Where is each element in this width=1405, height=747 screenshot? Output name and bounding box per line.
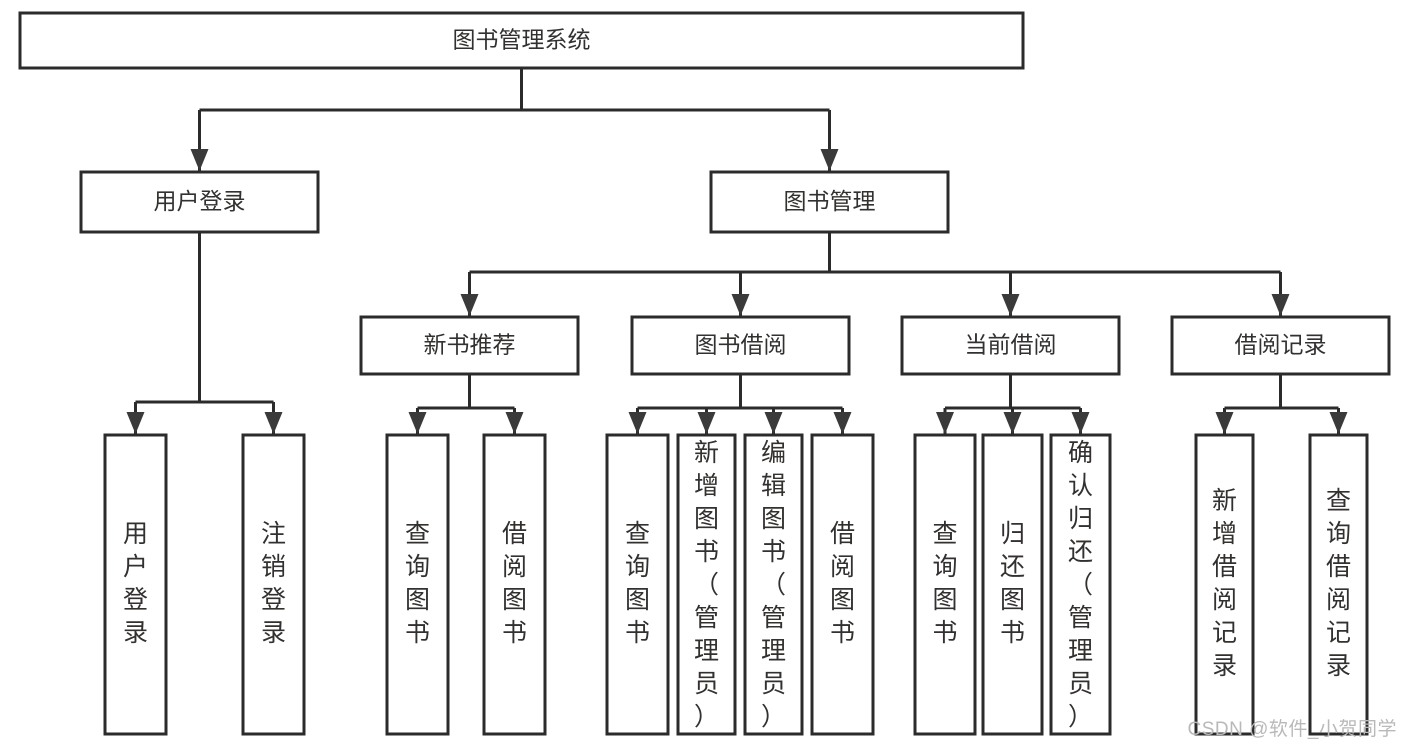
node-borrow-record[interactable]: 借阅记录 [1170,315,1391,376]
arrow-head-icon-borrow-record [1271,294,1290,316]
arrow-head-icon-leaf-borrow-book-1 [505,412,524,434]
arrow-head-icon-book-management [820,149,839,171]
node-label-user-login: 用户登录 [154,188,246,214]
node-box-leaf-add-borrow-record [1194,433,1255,736]
node-label-leaf-query-book-2: 查询图书 [625,520,650,647]
node-label-leaf-user-logout: 注销登录 [261,520,286,647]
node-box-leaf-user-logout [241,433,306,736]
node-box-book-management [709,170,950,234]
node-leaf-query-book-1[interactable]: 查询图书 [385,433,450,736]
node-leaf-user-login[interactable]: 用户登录 [103,433,168,736]
node-label-leaf-add-book-admin: 新增图书（管理员） [694,439,719,731]
node-leaf-add-borrow-record[interactable]: 新增借阅记录 [1194,433,1255,736]
node-label-leaf-confirm-return-admin: 确认归还（管理员） [1068,439,1093,731]
node-leaf-edit-book-admin[interactable]: 编辑图书（管理员） [743,433,804,736]
node-label-leaf-query-book-1: 查询图书 [405,520,430,647]
node-box-leaf-query-book-2 [605,433,670,736]
node-box-leaf-add-book-admin [676,433,737,736]
arrow-head-icon-user-login [190,149,209,171]
arrow-head-icon-leaf-confirm-return-admin [1071,412,1090,434]
arrow-head-icon-leaf-borrow-book-2 [833,412,852,434]
node-box-leaf-query-borrow-record [1308,433,1369,736]
node-label-book-borrow: 图书借阅 [695,332,787,358]
arrow-head-icon-leaf-query-book-1 [408,412,427,434]
connector-layer [126,68,1348,434]
arrow-head-icon-leaf-add-borrow-record [1215,412,1234,434]
node-label-leaf-add-borrow-record: 新增借阅记录 [1212,487,1237,680]
node-label-leaf-user-login: 用户登录 [123,520,148,647]
node-book-borrow[interactable]: 图书借阅 [630,315,851,376]
node-label-current-borrow: 当前借阅 [965,332,1057,358]
node-box-borrow-record [1170,315,1391,376]
arrow-head-icon-book-borrow [731,294,750,316]
node-box-leaf-confirm-return-admin [1049,433,1112,736]
arrow-head-icon-leaf-query-book-3 [936,412,954,434]
node-label-book-management: 图书管理 [784,188,876,214]
node-box-user-login [79,170,320,234]
arrow-head-icon-leaf-query-book-2 [628,412,647,434]
node-leaf-borrow-book-1[interactable]: 借阅图书 [482,433,547,736]
node-label-leaf-query-book-3: 查询图书 [932,520,957,647]
node-box-root [18,11,1025,70]
node-leaf-borrow-book-2[interactable]: 借阅图书 [810,433,875,736]
node-box-new-book-recommend [359,315,580,376]
node-layer: 图书管理系统用户登录图书管理新书推荐图书借阅当前借阅借阅记录用户登录注销登录查询… [18,11,1391,736]
node-leaf-user-logout[interactable]: 注销登录 [241,433,306,736]
node-box-leaf-user-login [103,433,168,736]
node-leaf-query-book-3[interactable]: 查询图书 [913,433,977,736]
node-box-leaf-borrow-book-2 [810,433,875,736]
arrow-head-icon-leaf-user-login [126,412,145,434]
node-box-book-borrow [630,315,851,376]
node-leaf-confirm-return-admin[interactable]: 确认归还（管理员） [1049,433,1112,736]
node-label-leaf-borrow-book-2: 借阅图书 [830,520,855,647]
node-leaf-query-borrow-record[interactable]: 查询借阅记录 [1308,433,1369,736]
node-leaf-add-book-admin[interactable]: 新增图书（管理员） [676,433,737,736]
node-label-leaf-edit-book-admin: 编辑图书（管理员） [761,439,786,731]
arrow-head-icon-current-borrow [1001,294,1020,316]
node-box-leaf-return-book [981,433,1044,736]
node-book-management[interactable]: 图书管理 [709,170,950,234]
node-label-root: 图书管理系统 [453,27,591,53]
node-label-leaf-borrow-book-1: 借阅图书 [502,520,527,647]
arrow-head-icon-leaf-return-book [1003,412,1022,434]
node-box-leaf-borrow-book-1 [482,433,547,736]
node-label-leaf-return-book: 归还图书 [1000,520,1025,647]
node-new-book-recommend[interactable]: 新书推荐 [359,315,580,376]
arrow-head-icon-leaf-query-borrow-record [1329,412,1348,434]
node-box-current-borrow [900,315,1121,376]
node-box-leaf-query-book-3 [913,433,977,736]
node-leaf-return-book[interactable]: 归还图书 [981,433,1044,736]
node-label-borrow-record: 借阅记录 [1235,332,1327,358]
arrow-head-icon-leaf-add-book-admin [697,412,716,434]
node-box-leaf-edit-book-admin [743,433,804,736]
node-current-borrow[interactable]: 当前借阅 [900,315,1121,376]
node-leaf-query-book-2[interactable]: 查询图书 [605,433,670,736]
node-label-new-book-recommend: 新书推荐 [424,332,516,358]
node-root[interactable]: 图书管理系统 [18,11,1025,70]
node-user-login[interactable]: 用户登录 [79,170,320,234]
node-box-leaf-query-book-1 [385,433,450,736]
csdn-watermark: CSDN @软件_小贺同学 [1187,719,1397,740]
arrow-head-icon-new-book-recommend [460,294,479,316]
arrow-head-icon-leaf-edit-book-admin [764,412,783,434]
arrow-head-icon-leaf-user-logout [264,412,283,434]
node-label-leaf-query-borrow-record: 查询借阅记录 [1326,487,1351,680]
